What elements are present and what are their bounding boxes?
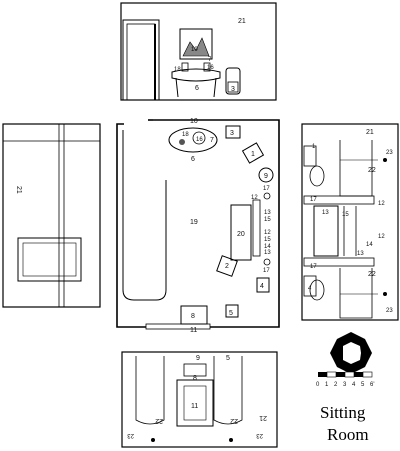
label-4-right: 4 — [308, 286, 312, 292]
left-wall-elevation: 21 — [2, 123, 101, 308]
label-9-bottom: 9 — [196, 355, 200, 362]
label-11-plan: 11 — [190, 327, 197, 334]
label-22-bottom-b: 22 — [230, 417, 238, 424]
label-22-right-b: 22 — [368, 271, 376, 278]
label-13-right-a: 13 — [322, 210, 329, 216]
label-1-right: 1 — [312, 144, 316, 150]
label-20-plan: 20 — [237, 231, 245, 238]
label-18-top: 18 — [174, 67, 181, 73]
label-6-plan: 6 — [191, 156, 195, 163]
bottom-wall-elevation: 9 8 5 11 21 22 22 23 23 — [121, 351, 278, 448]
label-4-plan: 4 — [260, 283, 264, 290]
label-1-plan: 1 — [251, 151, 255, 158]
label-10-plan: 10 — [190, 118, 198, 125]
label-10-top: 10 — [191, 47, 198, 53]
label-14-right: 14 — [366, 242, 373, 248]
label-16-plan: 16 — [196, 137, 203, 143]
scale-bar: 0 1 2 3 4 5 6' — [316, 371, 374, 388]
label-2-plan: 2 — [225, 263, 229, 270]
label-3-top: 3 — [231, 86, 235, 93]
floor-plan: 10 18 16 7 6 3 1 9 17 12 13 15 12 15 14 … — [116, 118, 280, 334]
label-15-plan-b: 15 — [264, 237, 271, 243]
label-21-top: 21 — [238, 18, 246, 25]
label-11-bottom: 11 — [191, 403, 198, 410]
label-13-plan-a: 13 — [264, 210, 271, 216]
label-9-plan: 9 — [264, 173, 268, 180]
scale-tick-5: 5 — [361, 382, 365, 388]
label-17-plan-a: 17 — [263, 186, 270, 192]
scale-tick-2: 2 — [334, 382, 338, 388]
label-12-plan-b: 12 — [264, 230, 271, 236]
label-3-plan: 3 — [230, 130, 234, 137]
label-12-right-a: 12 — [378, 201, 385, 207]
label-19-plan: 19 — [190, 219, 198, 226]
scale-tick-0: 0 — [316, 382, 320, 388]
label-22-right-a: 22 — [368, 167, 376, 174]
title-line-2: Room — [327, 425, 369, 444]
north-arrow-icon — [330, 332, 372, 374]
label-13-right-b: 13 — [357, 251, 364, 257]
label-6-top: 6 — [195, 85, 199, 92]
scale-tick-1: 1 — [325, 382, 329, 388]
label-15-right-a: 15 — [342, 212, 349, 218]
label-13-plan-b: 13 — [264, 250, 271, 256]
label-8-bottom: 8 — [193, 375, 197, 382]
label-17-right-b: 17 — [310, 264, 317, 270]
label-5-plan: 5 — [229, 310, 233, 317]
label-21-right: 21 — [366, 129, 374, 136]
label-8-plan: 8 — [191, 313, 195, 320]
label-16-top: 16 — [207, 65, 214, 71]
label-21-left: 21 — [15, 186, 22, 194]
label-17-right-a: 17 — [310, 197, 317, 203]
title-line-1: Sitting — [320, 403, 366, 422]
label-23-bottom-a: 23 — [127, 432, 134, 438]
top-wall-elevation: 21 10 7 18 16 6 3 — [120, 2, 277, 101]
label-15-plan-a: 15 — [264, 217, 271, 223]
label-14-plan: 14 — [264, 244, 271, 250]
scale-tick-4: 4 — [352, 382, 356, 388]
label-23-right-b: 23 — [386, 308, 393, 314]
label-18-plan: 18 — [182, 132, 189, 138]
label-21-bottom: 21 — [259, 414, 267, 421]
label-17-plan-b: 17 — [263, 268, 270, 274]
label-7-top: 7 — [208, 57, 212, 63]
scale-tick-3: 3 — [343, 382, 347, 388]
label-5-bottom: 5 — [226, 355, 230, 362]
label-23-bottom-b: 23 — [256, 432, 263, 438]
label-7-plan: 7 — [210, 137, 214, 144]
label-22-bottom-a: 22 — [155, 417, 163, 424]
right-wall-elevation: 21 23 22 1 17 12 13 15 12 14 13 17 22 4 … — [301, 123, 399, 321]
label-23-right-a: 23 — [386, 150, 393, 156]
label-12-right-b: 12 — [378, 234, 385, 240]
label-12-plan-a: 12 — [251, 195, 258, 201]
scale-tick-6: 6' — [370, 382, 374, 388]
